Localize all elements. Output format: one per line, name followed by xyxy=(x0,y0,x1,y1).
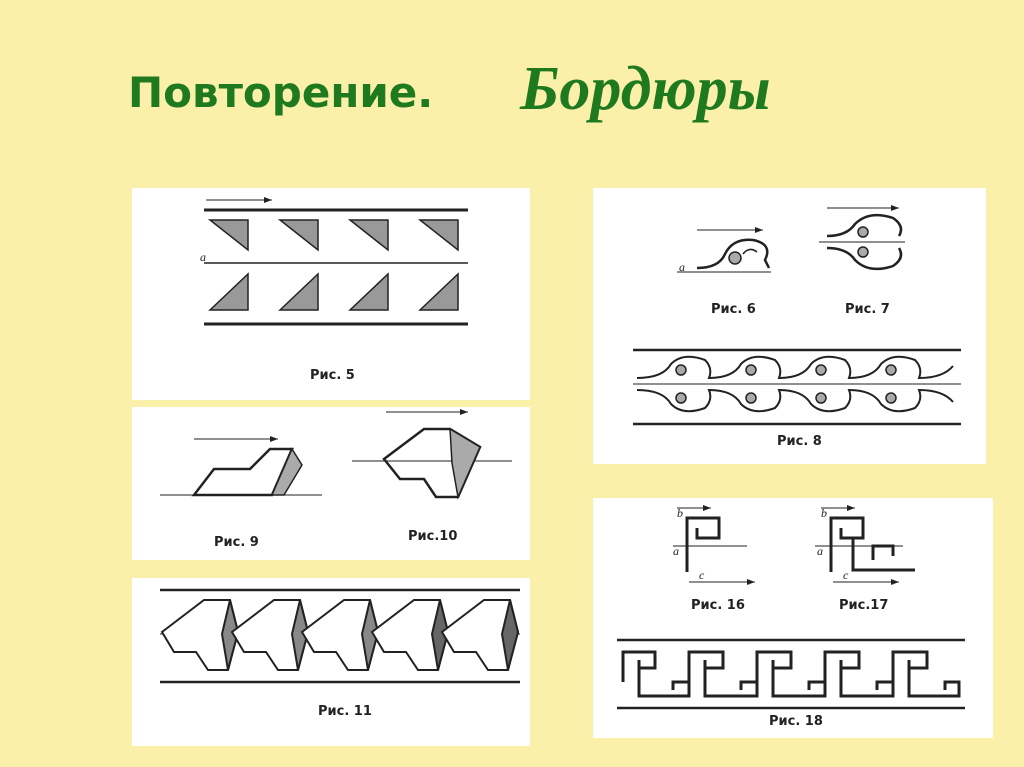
figure-11-caption: Рис. 11 xyxy=(318,704,372,719)
label-c-fig16: c xyxy=(699,568,705,582)
figure-5-panel: a Рис. 5 xyxy=(132,188,530,400)
figure-11-panel: Рис. 11 xyxy=(132,578,530,746)
slide-title: Повторение. Бордюры xyxy=(0,55,1024,140)
label-b-fig17: b xyxy=(821,506,827,520)
figure-16-17-18-drawing xyxy=(617,505,965,710)
figure-5-drawing xyxy=(204,197,468,326)
figure-11-drawing xyxy=(160,588,520,684)
figure-8-caption: Рис. 8 xyxy=(777,434,822,449)
figure-16-caption: Рис. 16 xyxy=(691,598,745,613)
figure-5-caption: Рис. 5 xyxy=(310,368,355,383)
figure-7-caption: Рис. 7 xyxy=(845,302,890,317)
figure-6-7-8-panel: a Рис. 6 Рис. 7 Рис. 8 xyxy=(593,188,986,464)
figure-6-7-8-drawing xyxy=(633,205,961,426)
figure-10-caption: Рис.10 xyxy=(408,529,458,544)
figure-18-caption: Рис. 18 xyxy=(769,714,823,729)
label-a-fig6: a xyxy=(679,260,685,274)
label-b-fig16: b xyxy=(677,506,683,520)
label-a-fig16: a xyxy=(673,544,679,558)
figure-17-caption: Рис.17 xyxy=(839,598,889,613)
title-accent: Бордюры xyxy=(520,55,771,123)
figure-9-10-panel: Рис. 9 Рис.10 xyxy=(132,407,530,560)
figure-9-caption: Рис. 9 xyxy=(214,535,259,550)
label-c-fig17: c xyxy=(843,568,849,582)
figure-9-10-drawing xyxy=(160,409,512,500)
figure-16-17-18-panel: b a c b a c Рис. 16 Рис.17 Рис. 18 xyxy=(593,498,993,738)
figure-6-caption: Рис. 6 xyxy=(711,302,756,317)
label-a-fig17: a xyxy=(817,544,823,558)
label-a: a xyxy=(200,250,206,264)
title-main: Повторение. xyxy=(128,68,434,117)
